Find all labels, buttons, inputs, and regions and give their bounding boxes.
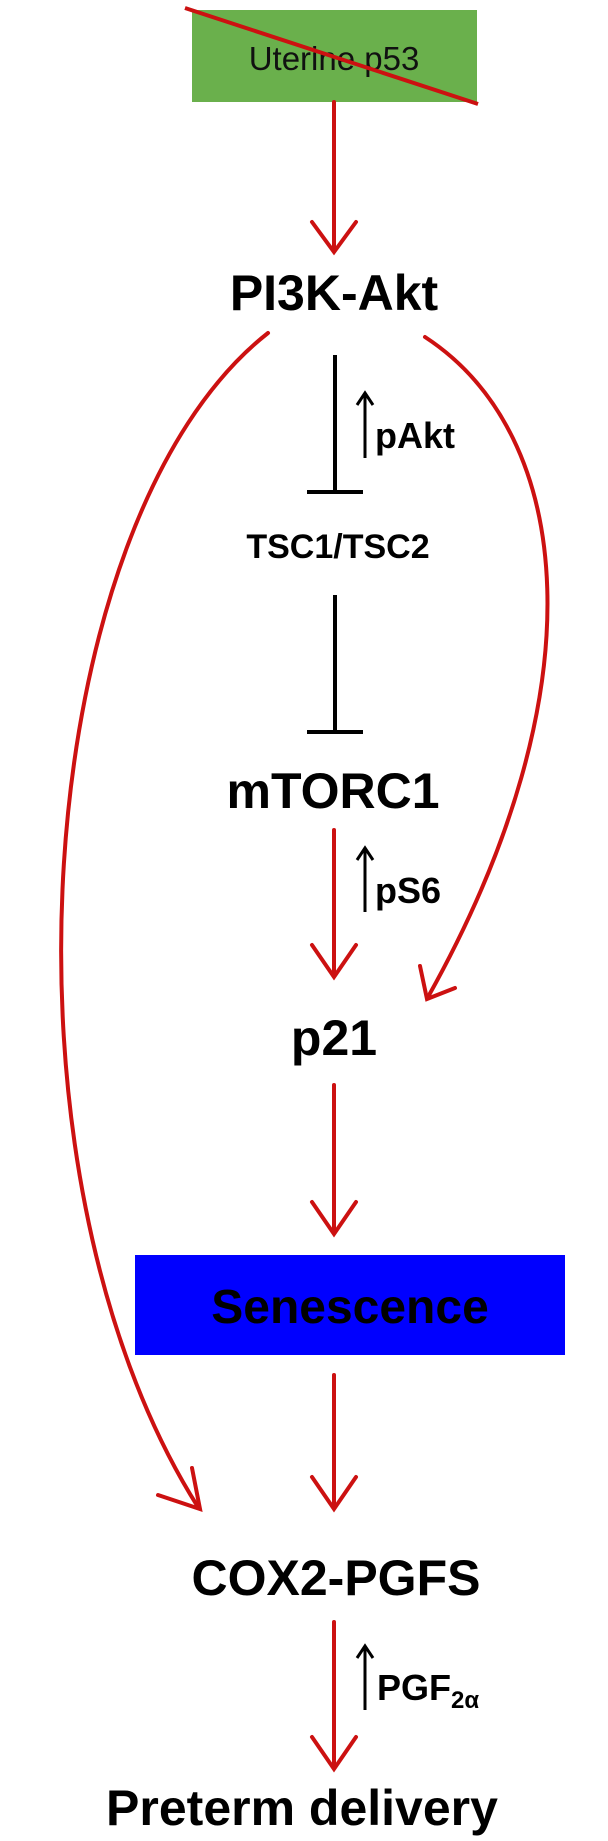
inhibit-pi3k-to-tsc	[307, 355, 363, 494]
arrow-senescence-to-cox2	[310, 1373, 358, 1513]
arrow-cox2-to-preterm	[310, 1620, 358, 1773]
tsc-label: TSC1/TSC2	[246, 528, 429, 566]
pgf-label: PGF2α	[377, 1667, 479, 1714]
p21-label: p21	[291, 1010, 377, 1066]
up-arrow-icon	[355, 1643, 375, 1710]
arrow-pi3k-to-cox2	[59, 331, 270, 1512]
arrow-p53-to-pi3k	[310, 100, 358, 256]
pakt-label: pAkt	[375, 415, 455, 456]
p53-node: Uterine p53	[184, 6, 479, 106]
pgf-subscript: 2α	[451, 1687, 479, 1714]
cox2-pgfs-label: COX2-PGFS	[192, 1550, 481, 1606]
up-arrow-icon	[355, 390, 375, 458]
arrow-mtorc1-to-p21	[310, 828, 358, 981]
pgf-annotation: PGF2α	[355, 1643, 479, 1714]
preterm-delivery-label: Preterm delivery	[106, 1780, 498, 1836]
pi3k-akt-label: PI3K-Akt	[230, 265, 439, 321]
arrow-p21-to-senescence	[310, 1083, 358, 1238]
mtorc1-label: mTORC1	[226, 763, 439, 819]
arrow-pi3k-to-p21	[418, 335, 550, 1002]
ps6-annotation: pS6	[355, 845, 441, 912]
senescence-node: Senescence	[135, 1255, 565, 1355]
up-arrow-icon	[355, 845, 375, 912]
p53-strike-line	[184, 6, 479, 106]
senescence-box	[135, 1255, 565, 1355]
pakt-annotation: pAkt	[355, 390, 455, 458]
inhibit-tsc-to-mtorc1	[307, 595, 363, 734]
ps6-label: pS6	[375, 870, 441, 911]
senescence-label: Senescence	[211, 1281, 489, 1334]
